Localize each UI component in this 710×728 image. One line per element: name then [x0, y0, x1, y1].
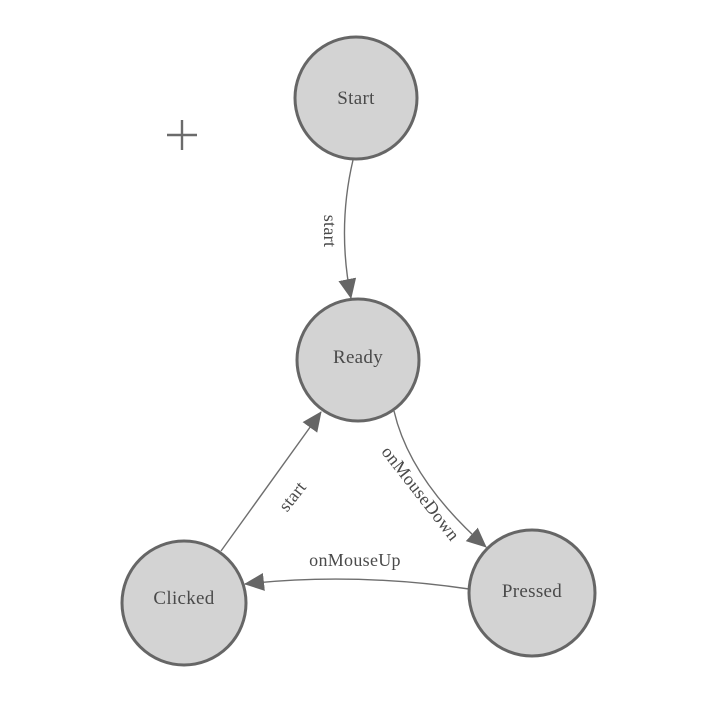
state-label-ready: Ready	[333, 347, 383, 368]
state-label-start: Start	[337, 88, 375, 109]
state-circle-ready[interactable]	[295, 297, 421, 423]
state-node-start[interactable]: Start	[293, 35, 419, 161]
state-circle-pressed[interactable]	[467, 528, 597, 658]
transition-label-clicked-ready: start	[274, 477, 310, 515]
transition-edge-ready-pressed[interactable]	[393, 410, 487, 548]
state-node-ready[interactable]: Ready	[295, 297, 421, 423]
transition-edge-start-ready[interactable]	[338, 159, 357, 299]
state-label-pressed: Pressed	[502, 581, 562, 602]
state-label-clicked: Clicked	[153, 588, 214, 609]
state-node-clicked[interactable]: Clicked	[120, 539, 248, 667]
transition-label-start-ready: start	[320, 215, 340, 248]
transition-label-ready-pressed: onMouseDown	[378, 442, 464, 544]
state-node-pressed[interactable]: Pressed	[467, 528, 597, 658]
state-circle-clicked[interactable]	[120, 539, 248, 667]
transition-edge-clicked-ready[interactable]	[220, 411, 322, 552]
plus-icon	[167, 120, 197, 150]
transition-label-pressed-clicked: onMouseUp	[309, 550, 401, 570]
transition-edge-pressed-clicked[interactable]	[244, 572, 470, 591]
state-circle-start[interactable]	[293, 35, 419, 161]
